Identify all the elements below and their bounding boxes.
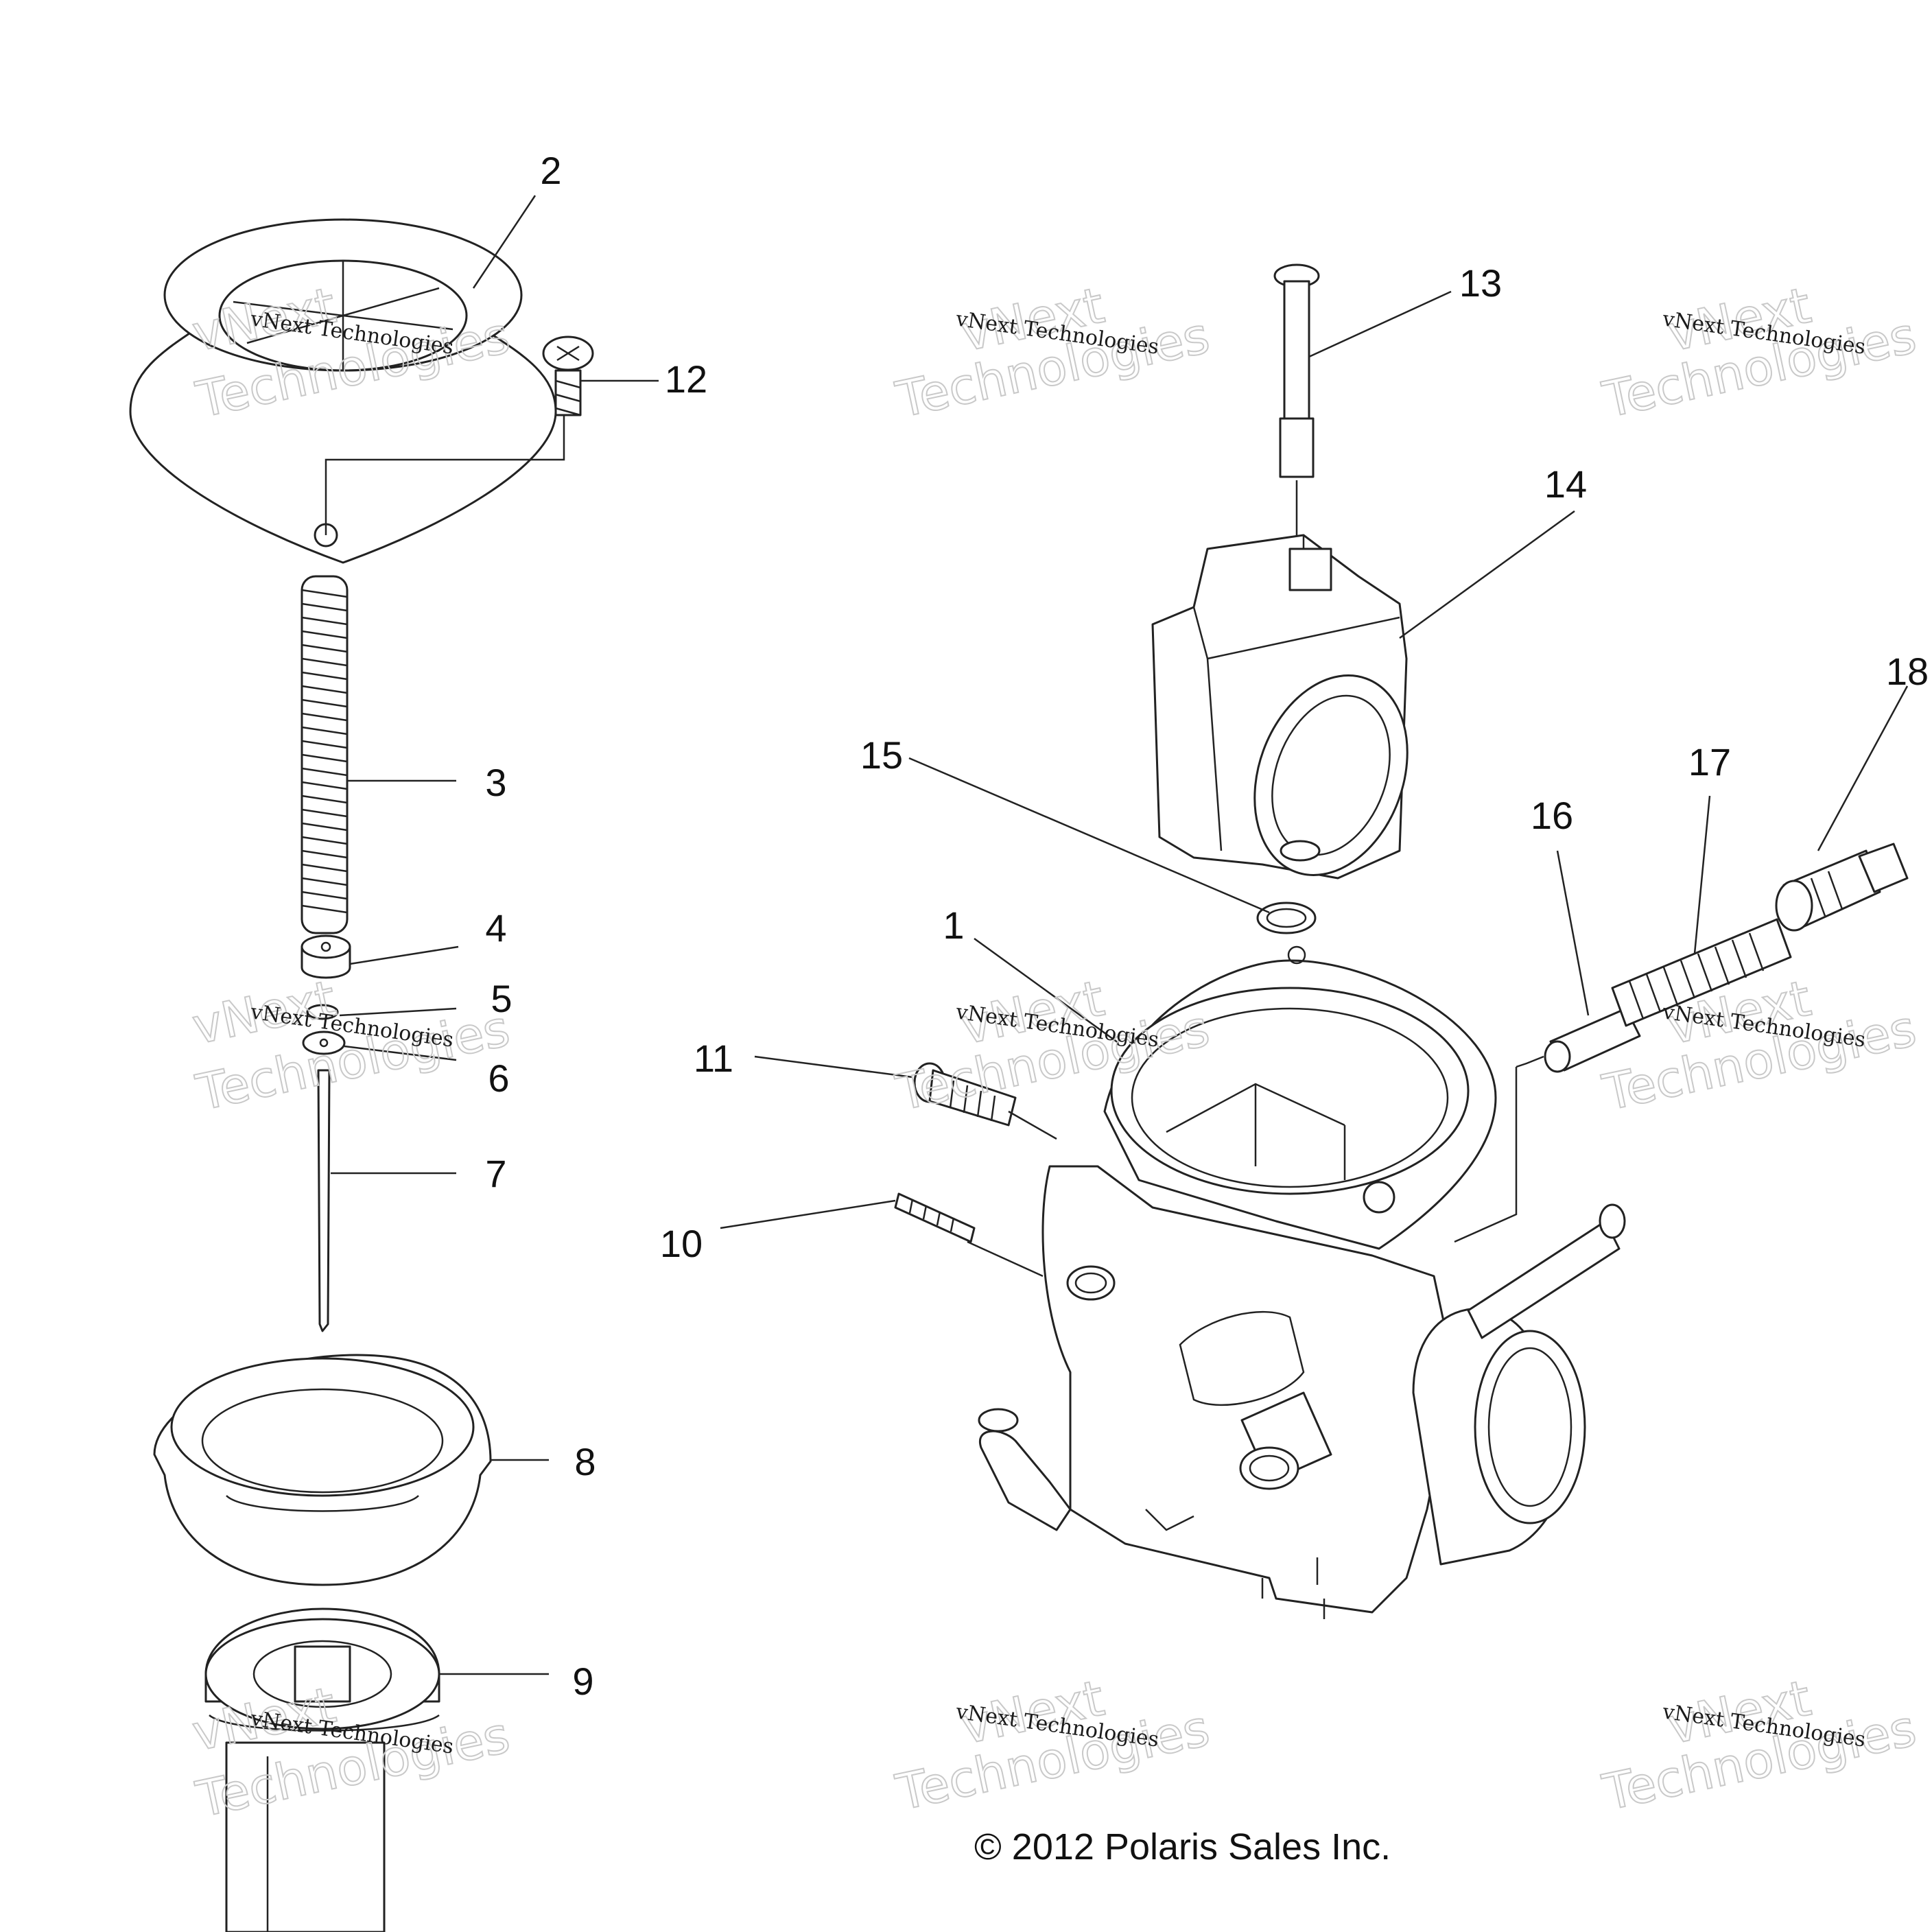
part-10-screw	[894, 1192, 976, 1243]
part-2-top-cap	[129, 218, 557, 564]
watermark-bottom-right: vNext Technologies vNext Technologies	[1597, 1669, 1922, 1822]
callout-7: 7	[485, 1152, 506, 1195]
leader-4	[349, 945, 459, 965]
callout-11: 11	[694, 1037, 733, 1080]
callout-4: 4	[485, 906, 506, 950]
leader-18	[1817, 685, 1909, 851]
part-3-spring	[301, 575, 349, 934]
leader-10	[720, 1199, 1044, 1277]
callout-10: 10	[660, 1222, 703, 1265]
part-18-fitting	[1775, 843, 1909, 932]
part-5-clip	[306, 1004, 339, 1020]
part-1-carburetor-body	[978, 945, 1626, 1619]
callout-8: 8	[574, 1440, 596, 1483]
callout-1: 1	[943, 904, 964, 947]
leader-16	[1454, 850, 1590, 1243]
callout-9: 9	[572, 1660, 593, 1703]
part-17-spring	[1611, 918, 1792, 1027]
callout-5: 5	[491, 977, 512, 1020]
part-16-valve	[1516, 1007, 1641, 1073]
callout-17: 17	[1688, 740, 1731, 784]
copyright-notice: © 2012 Polaris Sales Inc.	[974, 1826, 1391, 1868]
watermark-top-center: vNext Technologies vNext Technologies	[891, 276, 1215, 429]
leader-15	[908, 757, 1270, 914]
leader-17	[1693, 795, 1711, 954]
part-4-retainer	[301, 934, 351, 979]
part-9-slide	[204, 1607, 440, 1932]
part-8-diaphragm	[153, 1354, 492, 1586]
callout-3: 3	[485, 761, 506, 804]
callout-13: 13	[1459, 261, 1502, 305]
leader-6	[344, 1045, 457, 1061]
part-12-screw	[542, 335, 594, 416]
callout-6: 6	[488, 1057, 509, 1100]
callout-2: 2	[540, 149, 561, 192]
leader-11	[754, 1055, 1057, 1140]
watermark-top-right: vNext Technologies vNext Technologies	[1597, 276, 1922, 429]
part-14-top-cover	[1151, 534, 1409, 880]
leader-14	[1399, 510, 1575, 639]
callout-16: 16	[1531, 794, 1573, 837]
part-13-plunger	[1273, 263, 1320, 556]
leader-2	[472, 195, 537, 289]
callout-15: 15	[860, 733, 903, 777]
callout-12: 12	[665, 357, 707, 401]
callout-18: 18	[1886, 650, 1929, 693]
part-15-o-ring	[1256, 902, 1317, 934]
leader-1	[974, 937, 1119, 1044]
watermark-bottom-center: vNext Technologies vNext Technologies	[891, 1669, 1215, 1822]
callout-14: 14	[1544, 462, 1587, 506]
part-11-screw	[913, 1062, 1017, 1127]
leader-5	[339, 1007, 457, 1017]
part-7-needle	[317, 1069, 331, 1332]
part-6-washer	[302, 1030, 346, 1055]
leader-13	[1308, 290, 1452, 358]
watermark-mid-left: vNext Technologies vNext Technologies	[187, 969, 515, 1122]
